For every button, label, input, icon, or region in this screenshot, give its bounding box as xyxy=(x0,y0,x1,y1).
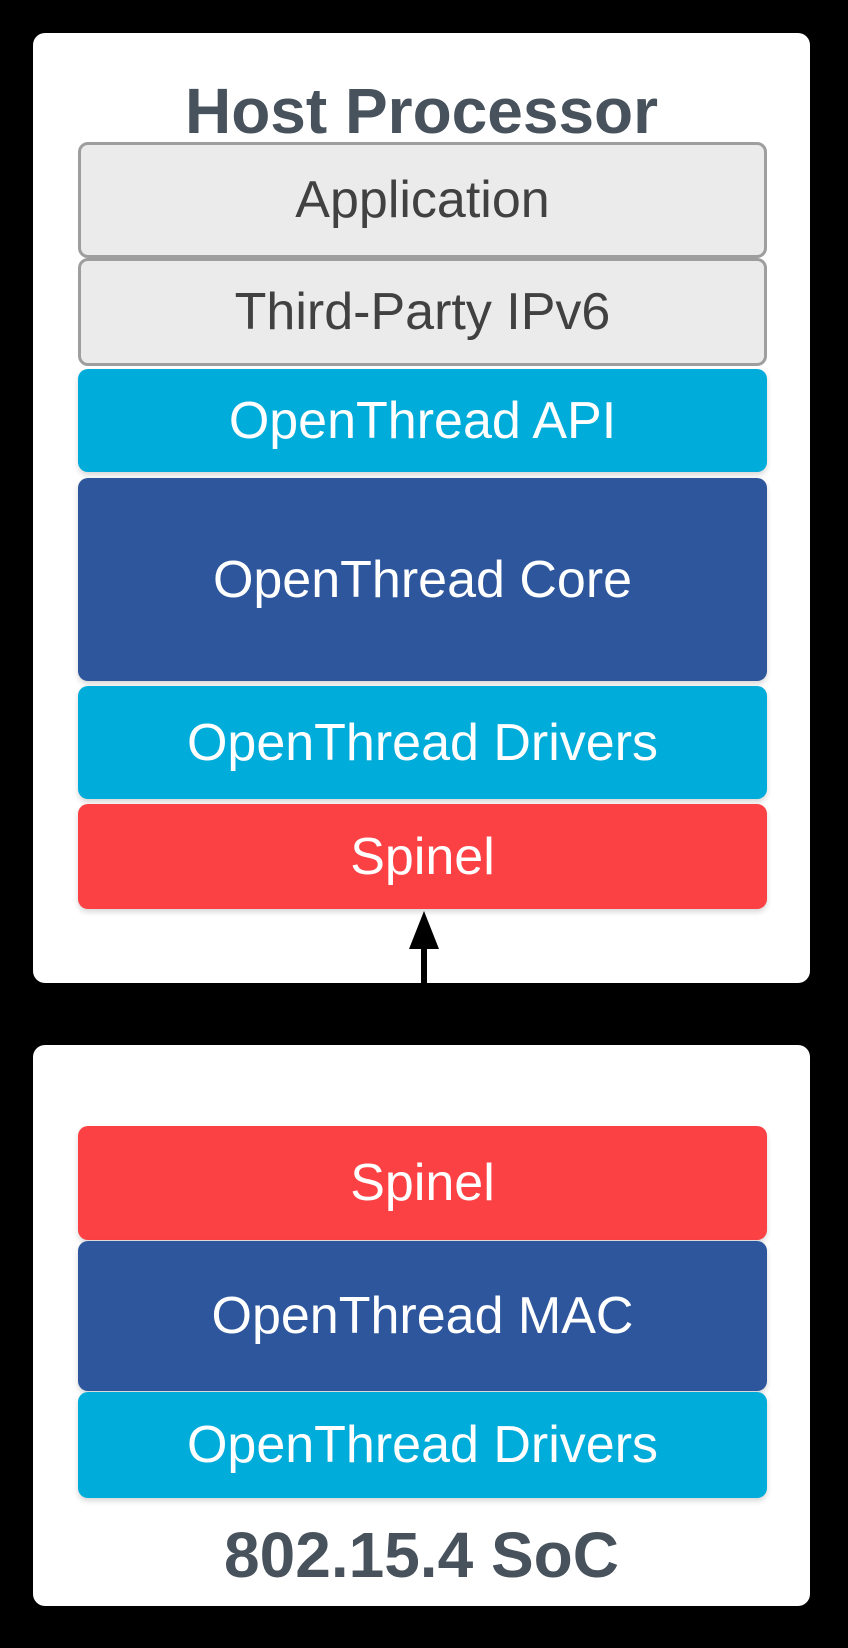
layer-openthread-drivers-soc-label: OpenThread Drivers xyxy=(186,1416,659,1474)
arrow-shaft xyxy=(421,939,427,1094)
layer-third-party-ipv6-label: Third-Party IPv6 xyxy=(234,283,611,341)
layer-openthread-api-label: OpenThread API xyxy=(228,391,617,450)
layer-spinel-host-label: Spinel xyxy=(350,827,495,886)
layer-application-label: Application xyxy=(295,171,550,229)
soc-title: 802.15.4 SoC xyxy=(224,1519,619,1591)
layer-openthread-mac-label: OpenThread MAC xyxy=(211,1287,634,1345)
layer-application: Application xyxy=(78,142,767,258)
layer-openthread-core: OpenThread Core xyxy=(78,478,767,681)
layer-openthread-drivers-soc: OpenThread Drivers xyxy=(78,1392,767,1498)
layer-openthread-api: OpenThread API xyxy=(78,369,767,472)
host-processor-title: Host Processor xyxy=(184,75,659,147)
layer-openthread-drivers-host-label: OpenThread Drivers xyxy=(186,713,659,772)
layer-third-party-ipv6: Third-Party IPv6 xyxy=(78,258,767,366)
layer-openthread-drivers-host: OpenThread Drivers xyxy=(78,686,767,799)
layer-spinel-soc: Spinel xyxy=(78,1126,767,1240)
layer-spinel-soc-label: Spinel xyxy=(350,1154,495,1212)
layer-openthread-mac: OpenThread MAC xyxy=(78,1241,767,1391)
layer-spinel-host: Spinel xyxy=(78,804,767,909)
host-processor-panel: Host Processor Application Third-Party I… xyxy=(33,33,810,983)
soc-panel: Spinel OpenThread MAC OpenThread Drivers… xyxy=(33,1045,810,1606)
layer-openthread-core-label: OpenThread Core xyxy=(212,550,633,609)
